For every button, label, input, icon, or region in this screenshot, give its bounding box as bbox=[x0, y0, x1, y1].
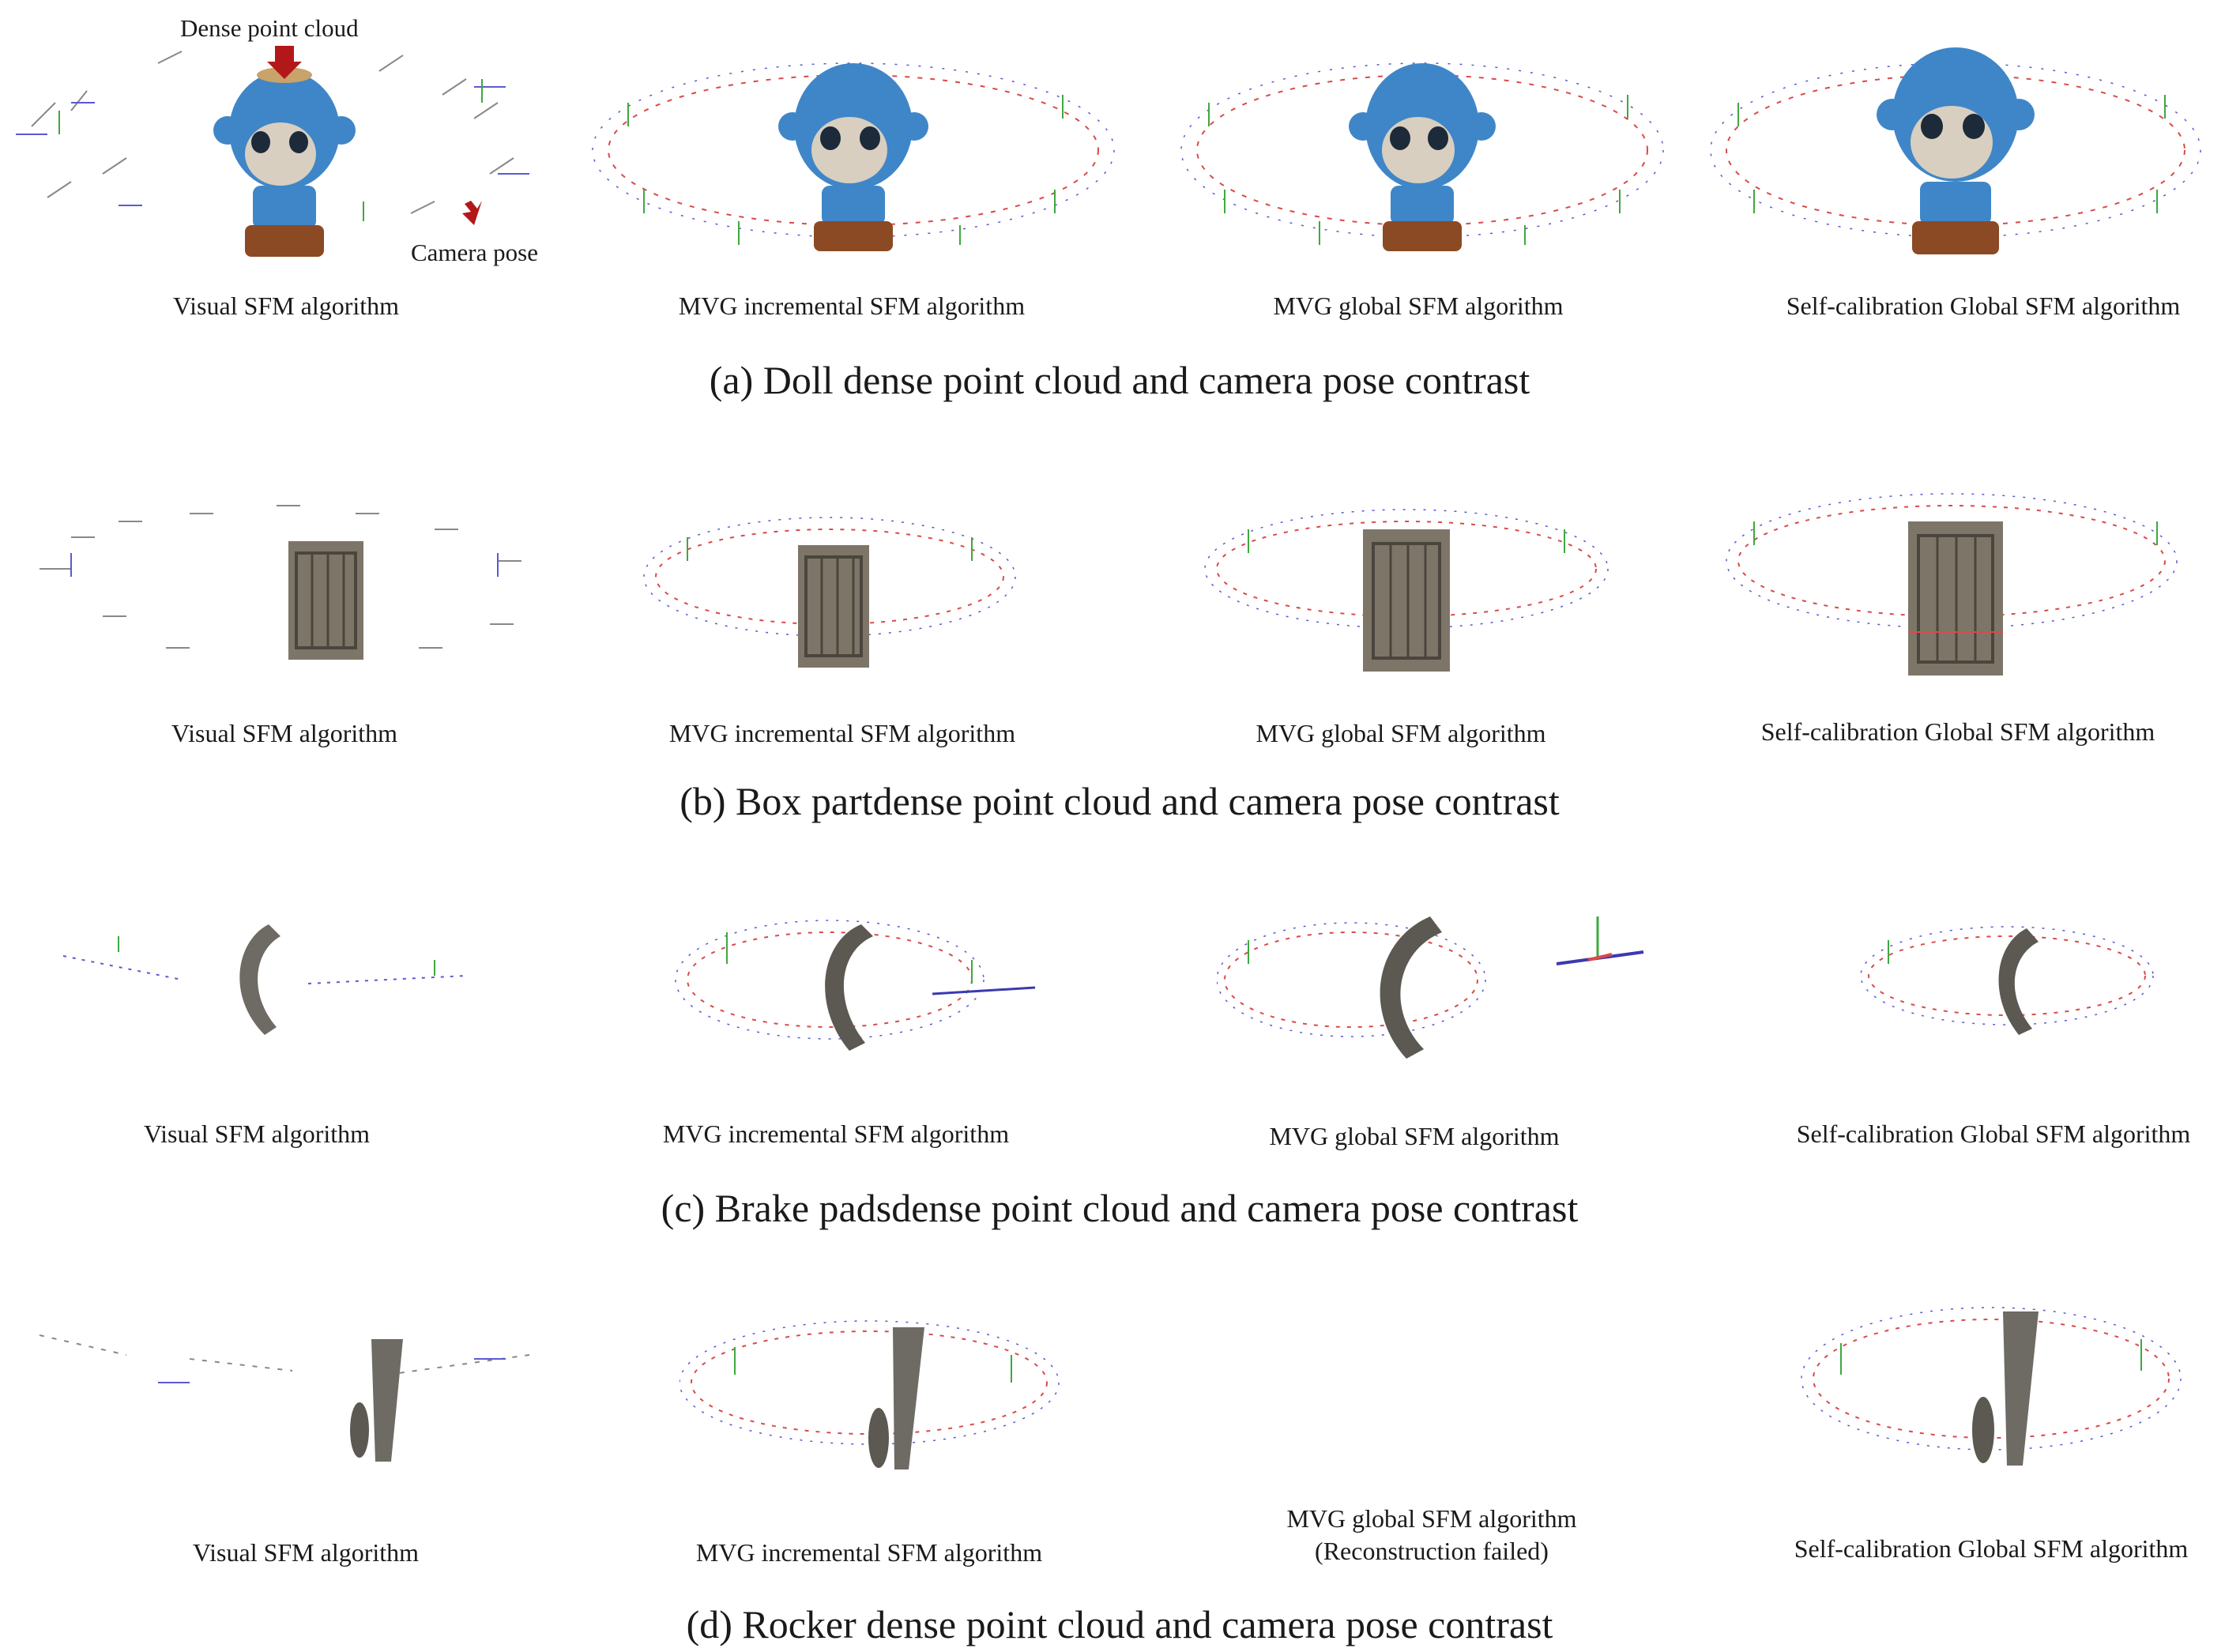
brake-self-calibration-image bbox=[1857, 916, 2157, 1043]
reconstruction-failed-note: (Reconstruction failed) bbox=[1315, 1537, 1549, 1565]
box-mvg-global-image bbox=[1201, 482, 1612, 687]
box-self-calibration-image bbox=[1715, 474, 2189, 687]
rocker-self-calibration-label: Self-calibration Global SFM algorithm bbox=[1794, 1534, 2189, 1563]
rocker-visual-sfm-image bbox=[32, 1311, 537, 1477]
rocker-self-calibration-image bbox=[1794, 1296, 2189, 1477]
caption-a: (a) Doll dense point cloud and camera po… bbox=[709, 358, 1530, 402]
annotation-arrows bbox=[267, 46, 482, 225]
caption-b: (b) Box partdense point cloud and camera… bbox=[680, 779, 1560, 823]
doll-mvg-global-label: MVG global SFM algorithm bbox=[1273, 292, 1564, 320]
caption-c: (c) Brake padsdense point cloud and came… bbox=[661, 1186, 1579, 1230]
camera-pose-annotation: Camera pose bbox=[411, 239, 538, 266]
rocker-mvg-incremental-label: MVG incremental SFM algorithm bbox=[695, 1538, 1043, 1567]
doll-visual-sfm-label: Visual SFM algorithm bbox=[172, 292, 400, 320]
doll-mvg-incremental-image bbox=[581, 32, 1126, 269]
rocker-visual-sfm-label: Visual SFM algorithm bbox=[192, 1538, 420, 1567]
box-mvg-incremental-label: MVG incremental SFM algorithm bbox=[668, 719, 1016, 747]
brake-visual-sfm-label: Visual SFM algorithm bbox=[143, 1120, 371, 1148]
dense-point-cloud-annotation: Dense point cloud bbox=[180, 14, 359, 42]
box-visual-sfm-label: Visual SFM algorithm bbox=[171, 719, 398, 747]
box-self-calibration-label: Self-calibration Global SFM algorithm bbox=[1760, 717, 2155, 746]
brake-mvg-global-label: MVG global SFM algorithm bbox=[1269, 1122, 1560, 1150]
box-mvg-incremental-image bbox=[640, 474, 1019, 679]
doll-self-calibration-image bbox=[1699, 24, 2212, 269]
rocker-mvg-global-label: MVG global SFM algorithm bbox=[1286, 1504, 1577, 1533]
doll-visual-sfm-image bbox=[0, 16, 569, 269]
brake-self-calibration-label: Self-calibration Global SFM algorithm bbox=[1796, 1120, 2191, 1148]
doll-mvg-incremental-label: MVG incremental SFM algorithm bbox=[678, 292, 1026, 320]
doll-mvg-global-image bbox=[1169, 32, 1675, 269]
brake-mvg-global-image bbox=[1217, 909, 1659, 1067]
box-visual-sfm-image bbox=[24, 466, 545, 687]
brake-visual-sfm-image bbox=[55, 909, 482, 1043]
caption-d: (d) Rocker dense point cloud and camera … bbox=[686, 1602, 1553, 1646]
brake-mvg-incremental-image bbox=[672, 893, 1043, 1067]
doll-self-calibration-label: Self-calibration Global SFM algorithm bbox=[1786, 292, 2181, 320]
brake-mvg-incremental-label: MVG incremental SFM algorithm bbox=[662, 1120, 1010, 1148]
camera-pose-ring bbox=[16, 51, 529, 221]
box-mvg-global-label: MVG global SFM algorithm bbox=[1256, 719, 1546, 747]
doll-figure bbox=[213, 67, 356, 257]
rocker-mvg-incremental-image bbox=[680, 1319, 1075, 1485]
